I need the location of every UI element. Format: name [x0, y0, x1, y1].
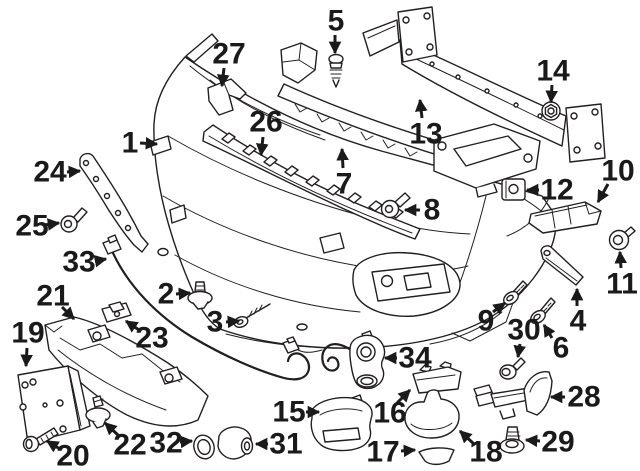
callout-number-2: 2 [158, 278, 175, 311]
callout-arrow-33 [93, 255, 108, 268]
part-end-cap [528, 201, 602, 234]
part-side-strip [540, 245, 584, 286]
callout-number-11: 11 [606, 268, 638, 301]
callout-number-4: 4 [570, 305, 587, 338]
part-fog-lamp-bezel [310, 394, 373, 452]
callout-number-5: 5 [328, 5, 345, 38]
callout-arrow-32 [179, 435, 194, 449]
callout-arrow-1 [139, 137, 159, 150]
callout-arrow-24 [66, 165, 82, 179]
callout-number-16: 16 [373, 397, 406, 430]
callout-number-28: 28 [567, 381, 600, 414]
callout-number-22: 22 [113, 429, 146, 462]
part-screw-29 [499, 426, 525, 454]
callout-number-26: 26 [249, 106, 282, 139]
callout-arrow-27 [216, 67, 230, 88]
callout-arrow-26 [255, 136, 269, 157]
callout-number-8: 8 [424, 194, 441, 227]
callout-number-30: 30 [507, 314, 540, 347]
part-fog-bracket [412, 361, 462, 394]
callout-arrow-17 [400, 444, 417, 458]
callout-number-21: 21 [36, 280, 69, 313]
callout-number-13: 13 [409, 118, 442, 151]
part-park-sensor-31 [217, 426, 254, 460]
callout-arrow-21 [60, 305, 76, 321]
callout-number-32: 32 [149, 427, 182, 460]
part-grommet [193, 434, 215, 460]
callout-number-1: 1 [122, 127, 139, 160]
callout-arrow-30 [513, 343, 526, 359]
part-impact-bar [362, 6, 606, 163]
callout-arrow-9 [492, 301, 507, 315]
part-license-plate-bracket [17, 365, 91, 444]
part-wiring-harness [102, 234, 311, 381]
part-screw-30 [499, 357, 526, 380]
part-fog-trim-strip [418, 447, 455, 466]
part-nut [541, 101, 561, 121]
callout-arrow-10 [596, 183, 610, 204]
callout-number-20: 20 [56, 440, 89, 471]
callout-number-7: 7 [336, 168, 353, 201]
callout-number-24: 24 [33, 156, 67, 189]
part-park-sensor-34 [282, 330, 386, 390]
callout-number-12: 12 [540, 174, 573, 207]
callout-number-34: 34 [398, 342, 432, 375]
callout-arrow-16 [395, 388, 412, 405]
callout-number-17: 17 [366, 436, 399, 469]
parts-artwork [17, 6, 636, 466]
part-support-bracket-28 [473, 371, 553, 420]
part-screw-20 [22, 427, 59, 453]
callout-number-9: 9 [478, 305, 495, 338]
callout-number-10: 10 [601, 155, 634, 188]
part-bolt-11 [608, 226, 636, 251]
callout-number-6: 6 [553, 332, 570, 365]
part-deflector-panel [44, 316, 209, 427]
part-clamp-nut [101, 301, 132, 323]
callout-arrow-3 [225, 315, 241, 329]
callout-arrow-29 [524, 434, 541, 448]
callout-number-25: 25 [15, 210, 48, 243]
part-bolt-8 [380, 192, 411, 219]
callout-number-18: 18 [469, 436, 502, 469]
callout-number-15: 15 [272, 396, 305, 429]
part-absorber-bar [277, 42, 541, 198]
callout-arrow-7 [336, 147, 349, 169]
part-fog-lamp-cover [404, 389, 460, 439]
callout-number-27: 27 [212, 38, 245, 71]
callout-arrow-2 [175, 287, 192, 301]
callout-number-3: 3 [207, 306, 224, 339]
part-push-screw-2 [187, 281, 213, 310]
callout-number-14: 14 [536, 55, 570, 88]
callout-arrow-20 [45, 439, 61, 453]
part-bolt-25 [60, 207, 88, 233]
callout-arrow-6 [542, 323, 556, 339]
callout-arrow-18 [458, 429, 477, 447]
part-screw-6 [530, 297, 556, 325]
callout-number-31: 31 [269, 428, 302, 461]
part-side-bracket [79, 152, 149, 253]
part-push-clip-5 [328, 53, 344, 88]
callout-number-33: 33 [62, 246, 95, 279]
callout-arrow-14 [545, 84, 558, 104]
callout-number-29: 29 [541, 426, 574, 459]
callout-arrow-19 [20, 347, 33, 368]
callout-arrow-25 [43, 218, 61, 231]
part-corner-bracket [207, 78, 247, 116]
callout-arrow-22 [103, 421, 120, 437]
callout-arrow-23 [124, 319, 140, 333]
callout-arrow-13 [414, 98, 428, 119]
callout-number-19: 19 [11, 317, 44, 350]
part-square-clip [501, 178, 526, 201]
callout-number-23: 23 [135, 322, 168, 355]
callout-arrow-11 [614, 250, 627, 269]
